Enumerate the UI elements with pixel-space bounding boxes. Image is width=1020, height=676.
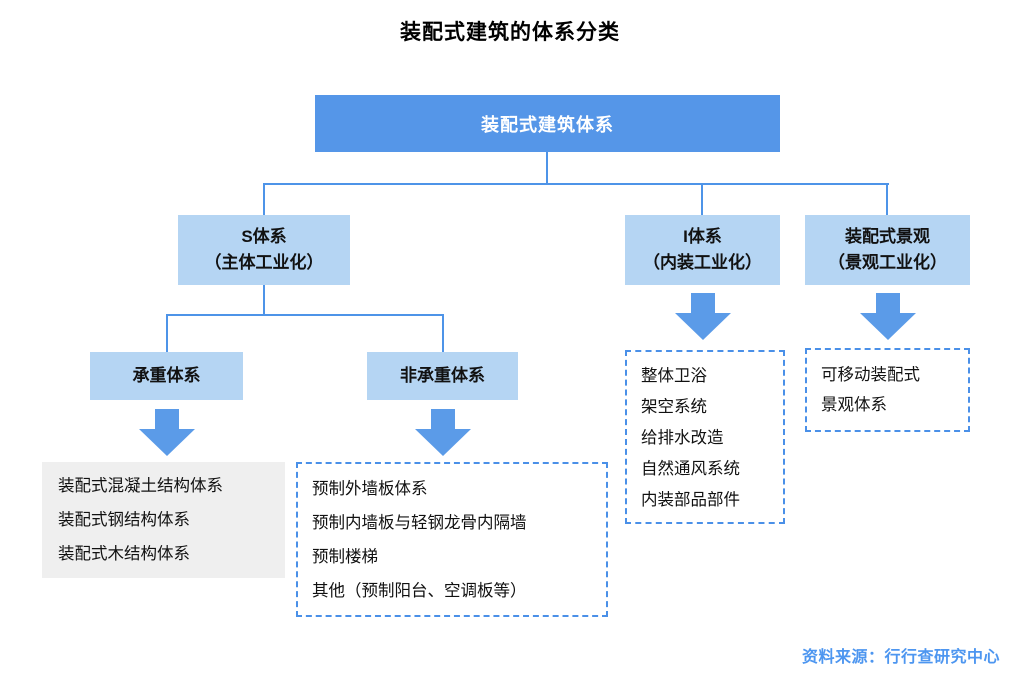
node-s-system-subtitle: （主体工业化）	[204, 253, 324, 272]
list-item: 自然通风系统	[641, 460, 740, 478]
node-load-bearing: 承重体系	[90, 352, 243, 400]
down-arrow-icon	[415, 409, 471, 456]
down-arrow-stem	[155, 409, 179, 429]
load-bearing-items-box: 装配式混凝土结构体系 装配式钢结构体系 装配式木结构体系	[42, 462, 285, 578]
connector-root-down	[546, 152, 548, 185]
connector-to-s-system	[263, 183, 265, 215]
node-i-system: I体系 （内装工业化）	[625, 215, 780, 285]
node-non-load-bearing-label: 非承重体系	[400, 366, 485, 385]
node-load-bearing-label: 承重体系	[132, 366, 201, 385]
node-root-label: 装配式建筑体系	[481, 114, 614, 135]
down-arrow-head	[675, 313, 731, 340]
node-landscape-system: 装配式景观 （景观工业化）	[805, 215, 970, 285]
list-item: 给排水改造	[641, 429, 724, 447]
list-item: 装配式木结构体系	[58, 545, 190, 563]
list-item: 整体卫浴	[641, 367, 707, 385]
list-item: 架空系统	[641, 398, 707, 416]
list-item: 预制楼梯	[312, 548, 378, 566]
down-arrow-icon	[675, 293, 731, 340]
node-i-system-subtitle: （内装工业化）	[643, 253, 762, 272]
node-landscape-system-name: 装配式景观	[845, 227, 930, 246]
down-arrow-stem	[431, 409, 455, 429]
list-item: 可移动装配式	[821, 366, 920, 384]
data-source-note: 资料来源：行行查研究中心	[801, 649, 1000, 666]
down-arrow-head	[139, 429, 195, 456]
connector-level2-horizontal	[166, 314, 444, 316]
connector-s-down	[263, 285, 265, 316]
node-s-system: S体系 （主体工业化）	[178, 215, 350, 285]
node-s-system-name: S体系	[241, 227, 287, 246]
diagram-title: 装配式建筑的体系分类	[400, 21, 620, 44]
connector-to-load-bearing	[166, 314, 168, 352]
list-item: 景观体系	[821, 396, 887, 414]
down-arrow-head	[415, 429, 471, 456]
list-item: 内装部品部件	[641, 491, 740, 509]
down-arrow-icon	[860, 293, 916, 340]
list-item: 装配式混凝土结构体系	[58, 477, 223, 495]
connector-to-non-load-bearing	[442, 314, 444, 352]
i-system-items-box: 整体卫浴 架空系统 给排水改造 自然通风系统 内装部品部件	[625, 350, 785, 524]
list-item: 其他（预制阳台、空调板等）	[312, 582, 527, 600]
down-arrow-icon	[139, 409, 195, 456]
down-arrow-stem	[691, 293, 715, 313]
down-arrow-head	[860, 313, 916, 340]
non-load-bearing-items-box: 预制外墙板体系 预制内墙板与轻钢龙骨内隔墙 预制楼梯 其他（预制阳台、空调板等）	[296, 462, 608, 617]
list-item: 预制外墙板体系	[312, 480, 428, 498]
node-non-load-bearing: 非承重体系	[367, 352, 518, 400]
list-item: 预制内墙板与轻钢龙骨内隔墙	[312, 514, 527, 532]
connector-to-landscape-system	[886, 183, 888, 215]
node-i-system-name: I体系	[683, 227, 722, 246]
connector-to-i-system	[701, 183, 703, 215]
node-root-prefab-building-system: 装配式建筑体系	[315, 95, 780, 152]
landscape-items-box: 可移动装配式 景观体系	[805, 348, 970, 432]
connector-level1-horizontal	[263, 183, 889, 185]
list-item: 装配式钢结构体系	[58, 511, 190, 529]
down-arrow-stem	[876, 293, 900, 313]
node-landscape-system-subtitle: （景观工业化）	[828, 253, 947, 272]
